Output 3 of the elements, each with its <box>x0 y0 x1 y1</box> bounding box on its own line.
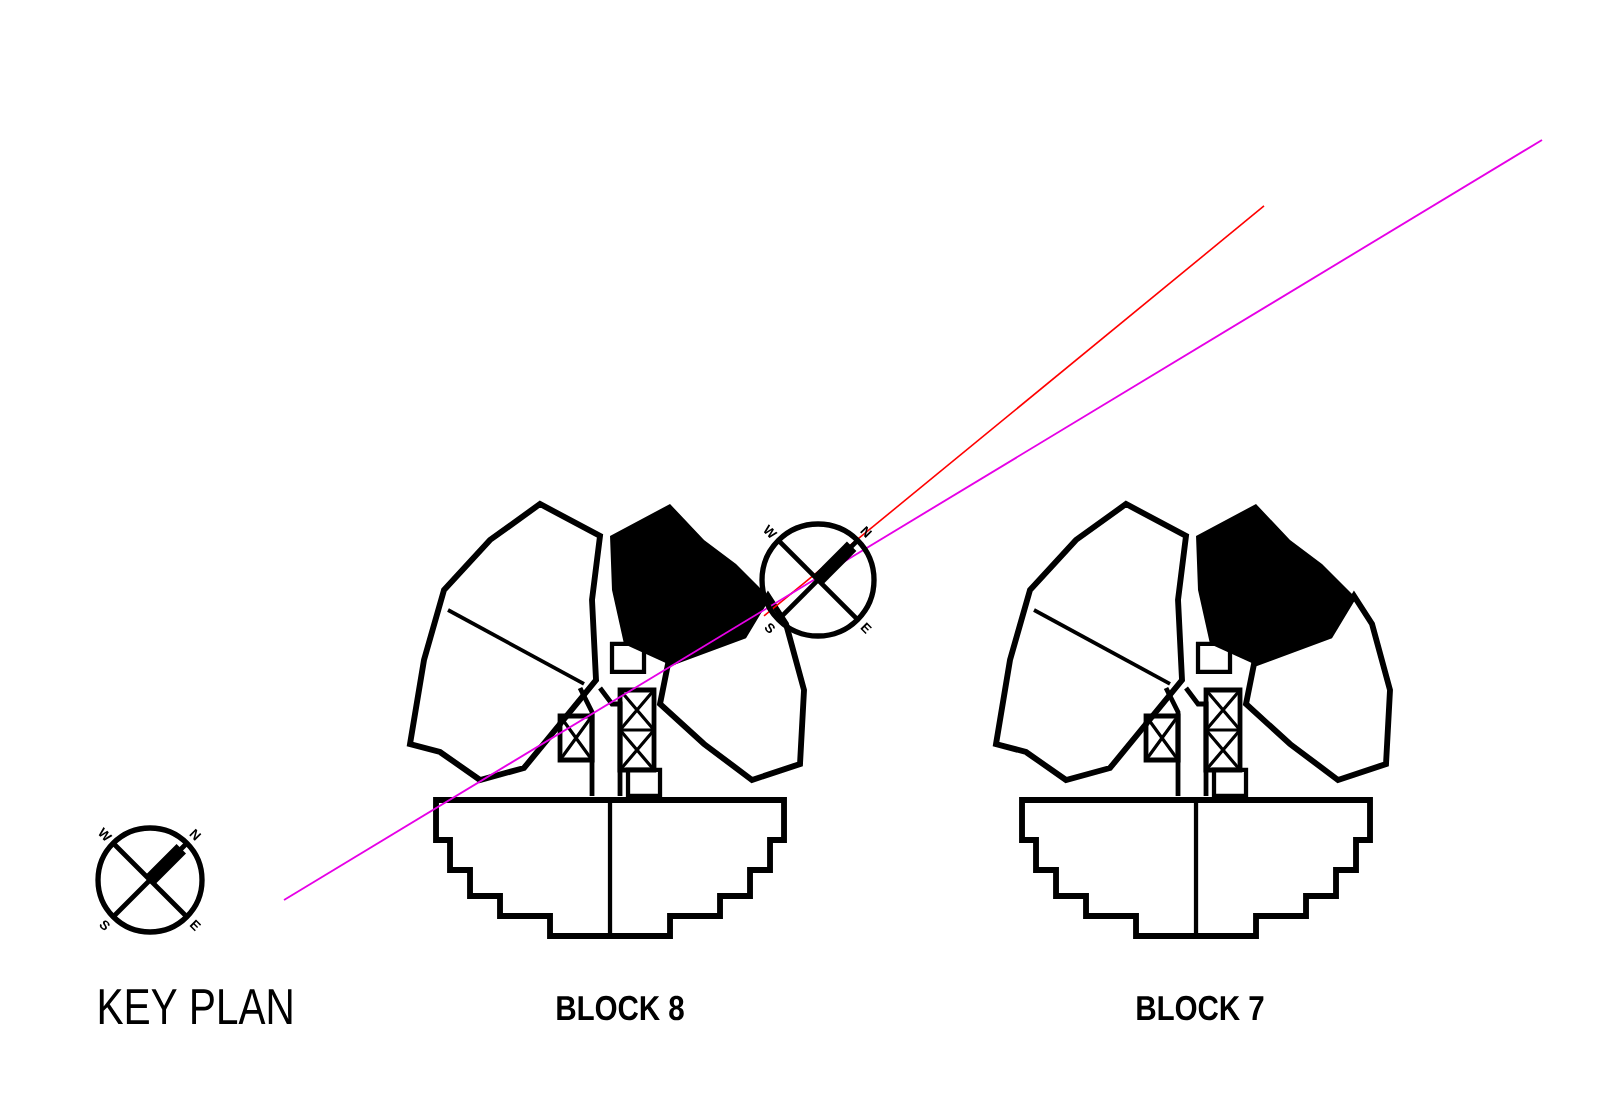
block-label: BLOCK 7 <box>1137 995 1264 1021</box>
block-label: BLOCK 8 <box>557 995 684 1021</box>
key-plan-title: KEY PLAN <box>99 989 292 1024</box>
